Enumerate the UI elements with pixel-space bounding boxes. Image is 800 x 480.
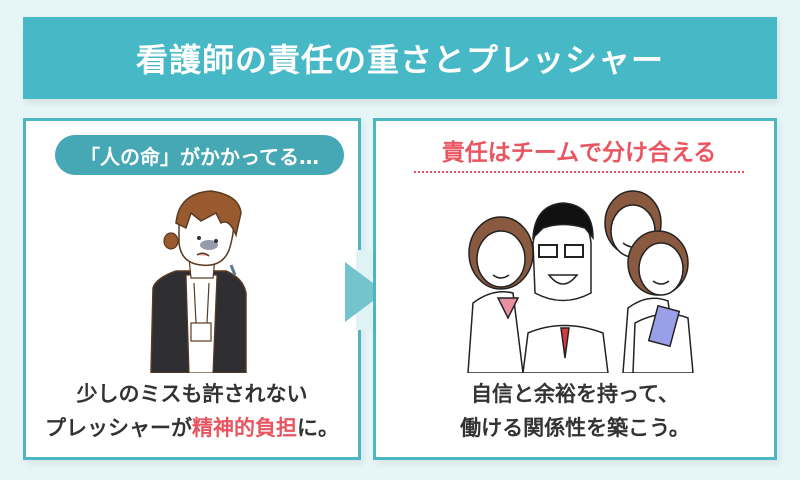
team-heading: 責任はチームで分け合える xyxy=(414,133,744,173)
title-banner: 看護師の責任の重さとプレッシャー xyxy=(23,17,777,99)
page-title: 看護師の責任の重さとプレッシャー xyxy=(135,41,664,79)
right-caption: 自信と余裕を持って、 働ける関係性を築こう。 xyxy=(376,377,774,445)
mental-burden-highlight: 精神的負担 xyxy=(192,416,297,440)
right-caption-line2: 働ける関係性を築こう。 xyxy=(460,416,690,440)
stressed-nurse-illustration xyxy=(150,190,247,373)
worry-badge: 「人の命」がかかってる… xyxy=(55,135,344,175)
worry-badge-text: 「人の命」がかかってる… xyxy=(80,144,319,169)
left-caption: 少しのミスも許されない プレッシャーが精神的負担に。 xyxy=(26,377,358,445)
right-panel: 責任はチームで分け合える 自信と余裕を持って、 働け xyxy=(373,118,777,460)
left-caption-line1: 少しのミスも許されない xyxy=(76,382,308,406)
medical-team-illustration xyxy=(467,190,694,373)
left-caption-line2: プレッシャーが精神的負担に。 xyxy=(45,416,339,440)
right-caption-line1: 自信と余裕を持って、 xyxy=(471,382,679,406)
left-panel: 「人の命」がかかってる… 少しのミスも許されない プレッシャーが精神的負担に。 xyxy=(23,118,361,460)
